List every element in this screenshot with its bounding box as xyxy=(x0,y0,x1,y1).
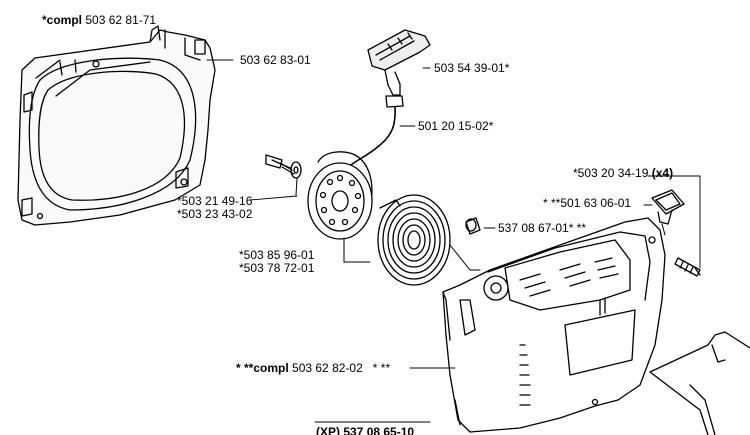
screw-washer-drawing xyxy=(265,154,302,196)
handle-part-label: 503 54 39-01* xyxy=(434,61,510,75)
air-intake-drawing xyxy=(651,189,685,236)
spring-part-label: *503 78 72-01 xyxy=(239,261,315,275)
air-intake-part-label: * **501 63 06-01 xyxy=(543,196,632,210)
leader-lines xyxy=(206,59,701,423)
cover-washer-drawing xyxy=(483,275,509,301)
screw-part-label: *503 21 49-16 xyxy=(177,194,253,208)
xp-part-label: (XP) 537 08 65-10 xyxy=(316,425,415,435)
housing-compl-label: *compl 503 62 81-71 xyxy=(42,13,157,27)
cover-screw-drawing xyxy=(674,257,701,277)
fan-housing-drawing xyxy=(17,25,216,226)
recoil-spring-drawing xyxy=(377,194,471,286)
cover-compl-label: * **compl 503 62 82-02 * ** xyxy=(236,361,391,375)
bushing-part-label: 537 08 67-01* ** xyxy=(498,221,587,235)
housing-part-label: 503 62 83-01 xyxy=(240,53,311,67)
starter-handle-drawing xyxy=(344,29,431,171)
pulley-drawing xyxy=(307,151,373,263)
pulley-part-label: *503 85 96-01 xyxy=(239,248,315,262)
lower-part-drawing xyxy=(649,331,750,435)
washer-part-label: *503 23 43-02 xyxy=(177,207,253,221)
cord-part-label: 501 20 15-02* xyxy=(418,119,494,133)
bushing-drawing xyxy=(465,217,481,235)
cover-screw-part-label: *503 20 34-19 (x4) xyxy=(573,166,674,180)
starter-cover-drawing xyxy=(442,217,666,433)
